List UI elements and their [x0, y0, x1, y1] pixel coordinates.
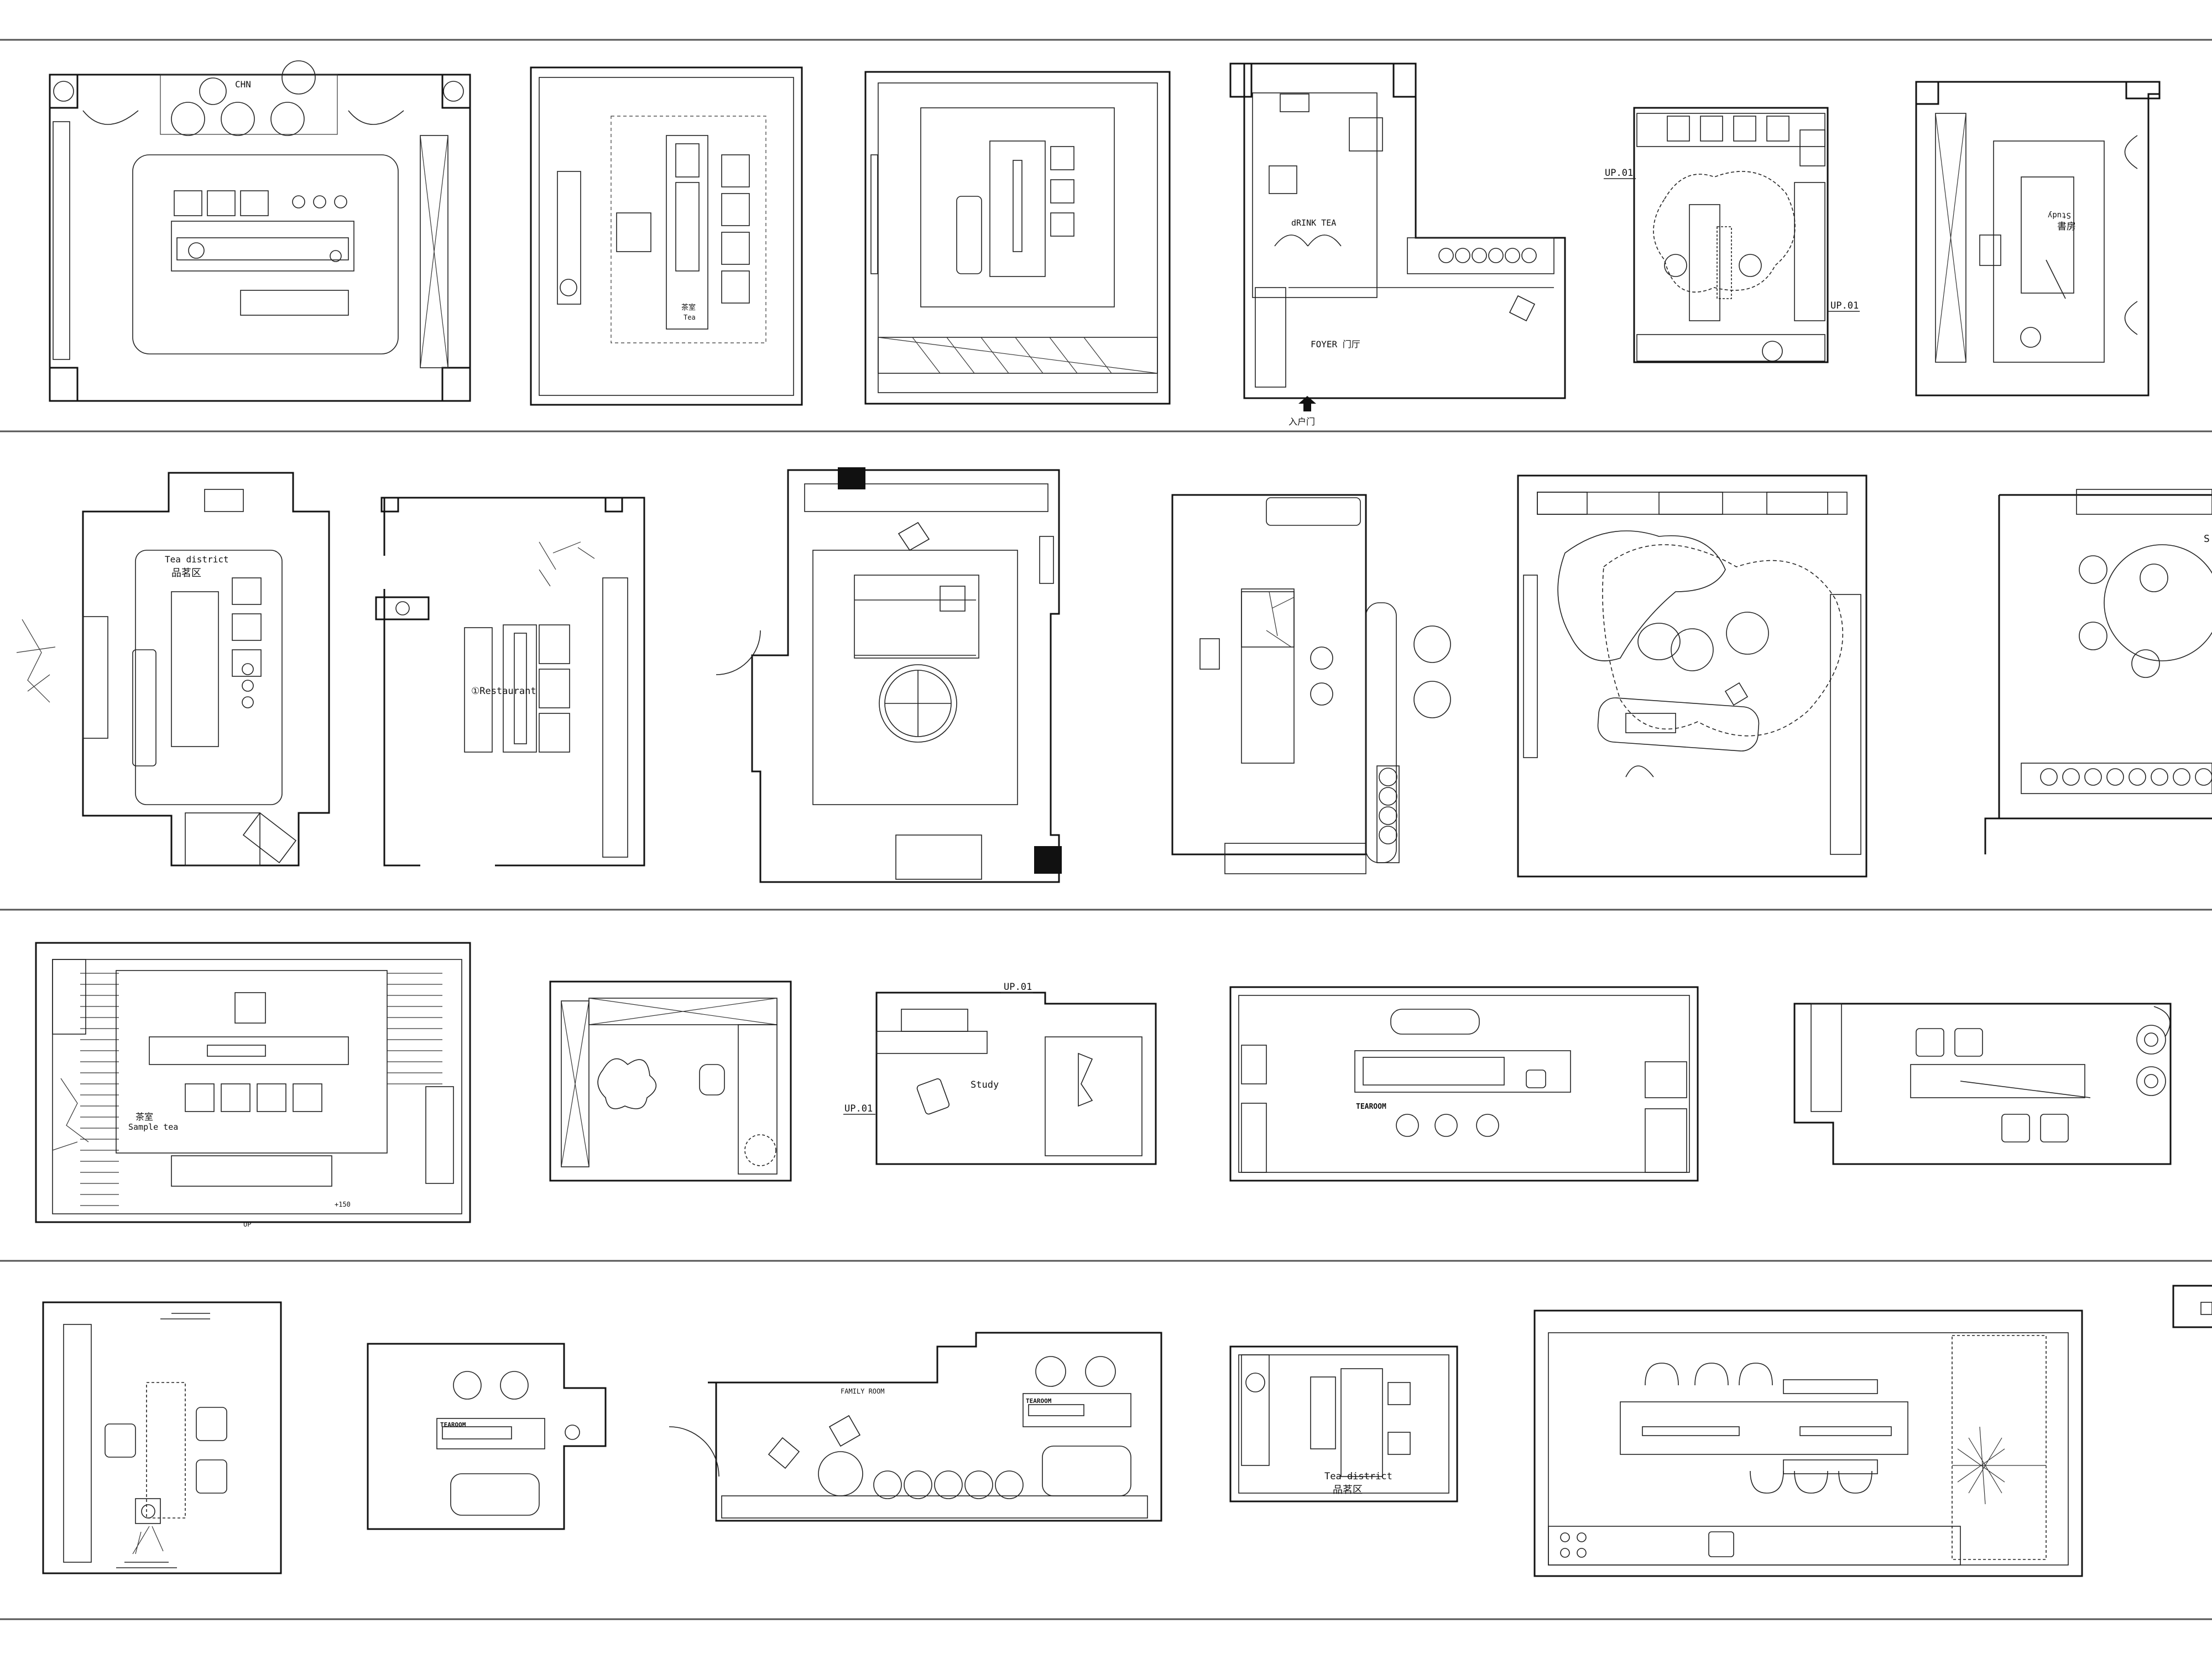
plan-r1-study-room: Study 書房	[1915, 81, 2161, 397]
plan-r4-kitchen-dining	[1533, 1310, 2083, 1577]
plan-r2-tea-district: Tea district 品茗区	[16, 472, 330, 867]
plan-r2-round-table-hall	[716, 467, 1062, 883]
plan-r4-tearoom-small: TEAROOM	[367, 1343, 607, 1530]
up-marker-right: UP.01	[1830, 300, 1859, 311]
chn-label: CHN	[235, 79, 251, 90]
plan-r4-edge-fragment	[2172, 1285, 2212, 1328]
drink-tea-label: dRINK TEA	[1291, 218, 1336, 228]
plan-r1-tea-room-long-table: 茶室 Tea	[530, 66, 803, 406]
up-marker-top: UP.01	[1004, 982, 1032, 993]
level-mark: +150	[335, 1201, 351, 1208]
plan-r2-restaurant: ①Restaurant	[375, 497, 645, 867]
tearoom-label-r3: TEAROOM	[1356, 1103, 1386, 1111]
tearoom-label-r4a: TEAROOM	[440, 1421, 466, 1428]
tea-district-cn-label: 品茗区	[171, 567, 201, 579]
study-label: Study	[971, 1079, 999, 1091]
study-cn-label: 書房	[2057, 221, 2076, 232]
plan-r3-study: UP.01 UP.01 Study	[843, 982, 1157, 1165]
up-marker-left: UP.01	[1605, 168, 1633, 179]
plan-r2-living-room	[1517, 474, 1867, 878]
sample-tea-label: Sample tea	[128, 1122, 178, 1132]
family-room-label: FAMILY ROOM	[841, 1387, 884, 1395]
plan-r4-tea-district: Tea district 品茗区	[1229, 1345, 1458, 1503]
plan-r1-square-room	[864, 71, 1171, 405]
tea-room-en-label: Tea	[684, 314, 696, 321]
plan-r3-small-lounge	[549, 980, 792, 1182]
tea-district-cn-label-r4: 品茗区	[1333, 1484, 1363, 1496]
plan-r3-tearoom-wide	[1793, 1003, 2172, 1165]
plan-r1-tea-room-island: CHN	[49, 60, 471, 402]
restaurant-label: ①Restaurant	[471, 686, 536, 697]
foyer-label: FOYER 门厅	[1311, 339, 1360, 349]
tea-room-cn-label: 茶室	[681, 303, 696, 312]
partial-label-s: S	[2204, 533, 2210, 545]
tearoom-label-r4b: TEAROOM	[1026, 1397, 1052, 1405]
plan-r3-sample-tea: 茶室 Sample tea +150 UP	[35, 942, 471, 1228]
plan-r4-long-study	[42, 1301, 282, 1574]
entrance-door-label: 入户门	[1288, 416, 1315, 427]
plan-r1-foyer-drink-tea: dRINK TEA FOYER 门厅 入户门	[1229, 62, 1566, 427]
up-marker-left-r3: UP.01	[844, 1103, 873, 1114]
plan-r3-tearoom: TEAROOM	[1229, 986, 1699, 1182]
plan-r2-dining-lounge	[1171, 494, 1451, 874]
tea-room-cn-label-r3: 茶室	[135, 1112, 153, 1122]
tea-district-en-label: Tea district	[165, 554, 229, 565]
study-en-label: Study	[2048, 211, 2071, 220]
row-dividers	[0, 39, 2212, 1620]
up-arrow-label: UP	[243, 1220, 251, 1228]
plan-r1-stair-lounge: UP.01 UP.01	[1604, 107, 1860, 363]
plan-r4-family-room: FAMILY ROOM TEAROOM	[669, 1332, 1162, 1522]
plan-r2-round-dining-partial: S	[1984, 489, 2212, 854]
tea-district-en-label-r4: Tea district	[1324, 1471, 1392, 1482]
